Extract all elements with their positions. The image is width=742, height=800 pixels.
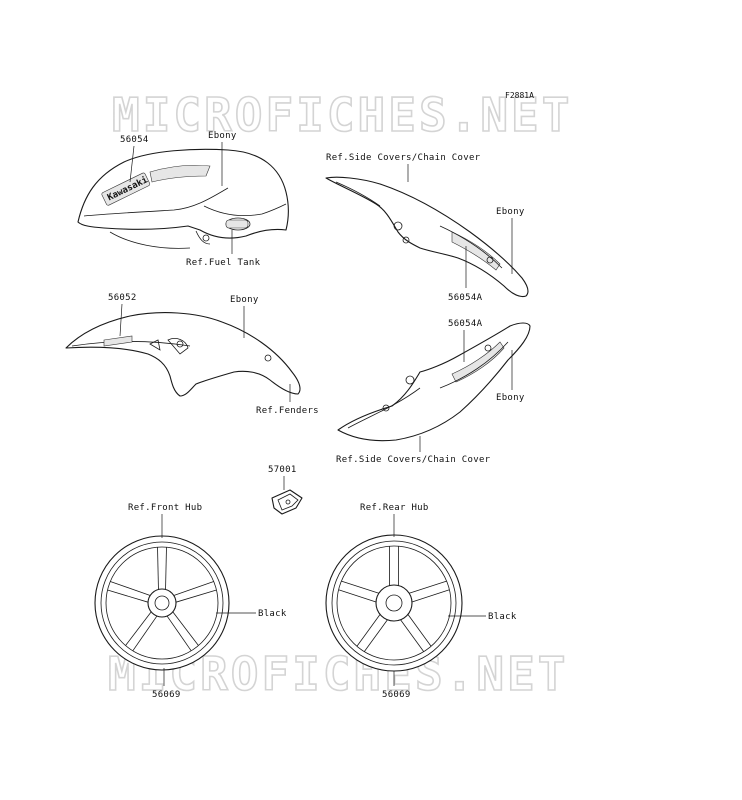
spoke-line	[110, 581, 151, 596]
front-part-number: 56069	[152, 690, 181, 700]
rear-part-number: 56069	[382, 690, 411, 700]
cover-top-ref: Ref.Side Covers/Chain Cover	[326, 153, 481, 163]
front-color: Black	[258, 609, 287, 619]
spoke-line	[172, 611, 199, 646]
spoke-line	[409, 580, 447, 594]
spoke-line	[341, 580, 379, 594]
cover-bottom-color: Ebony	[496, 393, 525, 403]
figure-id: F2881A	[505, 91, 534, 100]
tank-ref: Ref.Fuel Tank	[186, 258, 261, 268]
spoke-line	[356, 614, 381, 647]
cover-bottom-part-number: 56054A	[448, 319, 483, 329]
spoke-line	[400, 619, 425, 652]
spoke-line	[411, 589, 450, 603]
front-hub-ref: Ref.Front Hub	[128, 503, 202, 513]
front-fender[interactable]	[65, 312, 301, 397]
spoke-line	[165, 547, 167, 590]
rear-wheel[interactable]	[325, 534, 463, 672]
spoke-line	[132, 615, 158, 652]
fender-ref: Ref.Fenders	[256, 406, 319, 416]
front-wheel[interactable]	[94, 535, 230, 671]
rear-hub-ref: Ref.Rear Hub	[360, 503, 429, 513]
spoke-line	[166, 615, 192, 652]
spoke-line	[407, 614, 432, 647]
side-cover-top[interactable]	[325, 176, 529, 298]
fuel-tank[interactable]: Kawasaki	[77, 148, 289, 249]
rear-color: Black	[488, 612, 517, 622]
spoke-line	[363, 619, 388, 652]
tank-color: Ebony	[208, 131, 237, 141]
cover-top-part-number: 56054A	[448, 293, 483, 303]
spoke-line	[338, 589, 377, 603]
cover-top-color: Ebony	[496, 207, 525, 217]
spoke-line	[125, 611, 152, 646]
tank-part-number: 56054	[120, 135, 149, 145]
spoke-line	[175, 589, 217, 603]
clip-part-number: 57001	[268, 465, 297, 475]
spoke-line	[173, 581, 214, 596]
cover-bottom-ref: Ref.Side Covers/Chain Cover	[336, 455, 491, 465]
spoke-line	[107, 589, 149, 603]
side-cover-bottom[interactable]	[337, 322, 531, 442]
fender-color: Ebony	[230, 295, 259, 305]
watermark-top: MICROFICHES.NET	[112, 88, 572, 142]
fender-part-number: 56052	[108, 293, 137, 303]
clip[interactable]	[271, 489, 303, 515]
spoke-line	[157, 547, 159, 590]
